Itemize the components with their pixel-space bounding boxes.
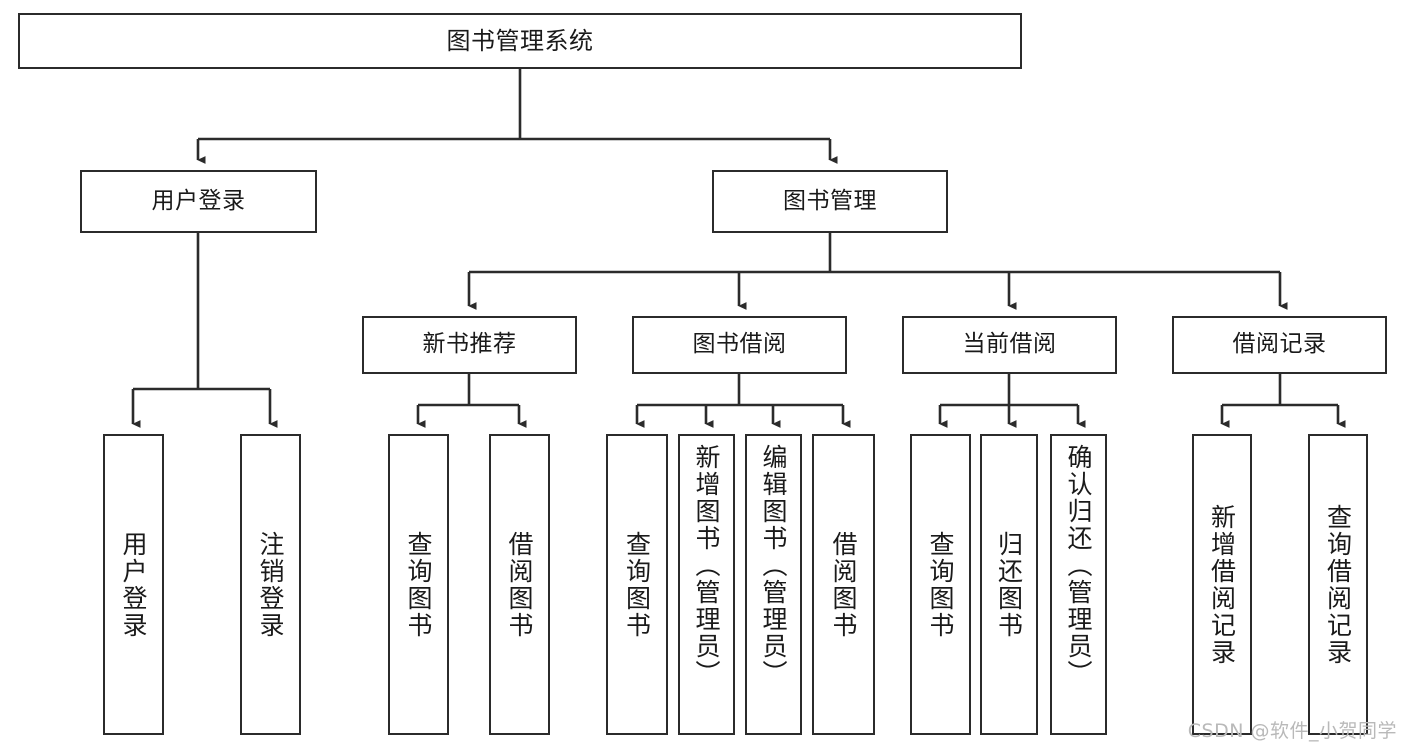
node-borrow-record[interactable]: 借阅记录 (1172, 316, 1387, 374)
node-label: 借阅图书 (829, 530, 858, 639)
watermark-text: CSDN @软件_小贺同学 (1187, 720, 1397, 742)
node-label: 归还图书 (994, 530, 1024, 639)
node-label: 新书推荐 (422, 331, 517, 358)
leaf-query-borrow-record[interactable]: 查询借阅记录 (1308, 434, 1368, 735)
node-root-book-management-system[interactable]: 图书管理系统 (18, 13, 1022, 69)
node-label: 新增借阅记录 (1207, 503, 1237, 666)
leaf-return-book[interactable]: 归还图书 (980, 434, 1038, 735)
node-book-management[interactable]: 图书管理 (712, 170, 948, 233)
node-label: 图书管理系统 (446, 26, 594, 55)
node-label: 注销登录 (256, 530, 285, 639)
leaf-borrow-book-borrow[interactable]: 借阅图书 (812, 434, 875, 735)
node-label: 编辑图书（管理员） (759, 444, 788, 687)
node-label: 当前借阅 (962, 331, 1057, 358)
node-label: 查询图书 (404, 530, 433, 639)
node-new-book-recommend[interactable]: 新书推荐 (362, 316, 577, 374)
leaf-borrow-book-recommend[interactable]: 借阅图书 (489, 434, 550, 735)
leaf-query-book-recommend[interactable]: 查询图书 (388, 434, 449, 735)
node-label: 借阅记录 (1232, 331, 1327, 358)
leaf-add-borrow-record[interactable]: 新增借阅记录 (1192, 434, 1252, 735)
leaf-logout-login[interactable]: 注销登录 (240, 434, 301, 735)
leaf-add-book-admin[interactable]: 新增图书（管理员） (678, 434, 735, 735)
node-label: 确认归还（管理员） (1064, 444, 1093, 687)
node-book-borrow[interactable]: 图书借阅 (632, 316, 847, 374)
node-label: 新增图书（管理员） (692, 444, 721, 687)
node-label: 用户登录 (151, 187, 246, 214)
leaf-confirm-return-admin[interactable]: 确认归还（管理员） (1050, 434, 1107, 735)
node-label: 查询图书 (622, 530, 652, 639)
node-label: 用户登录 (119, 530, 148, 639)
leaf-query-book-borrow[interactable]: 查询图书 (606, 434, 668, 735)
node-label: 借阅图书 (505, 530, 534, 639)
node-label: 查询图书 (926, 530, 955, 639)
node-current-borrow[interactable]: 当前借阅 (902, 316, 1117, 374)
leaf-edit-book-admin[interactable]: 编辑图书（管理员） (745, 434, 802, 735)
node-user-login[interactable]: 用户登录 (80, 170, 317, 233)
node-label: 查询借阅记录 (1323, 503, 1353, 666)
leaf-query-book-current[interactable]: 查询图书 (910, 434, 971, 735)
node-label: 图书借阅 (692, 331, 787, 358)
leaf-user-login[interactable]: 用户登录 (103, 434, 164, 735)
node-label: 图书管理 (783, 187, 877, 214)
